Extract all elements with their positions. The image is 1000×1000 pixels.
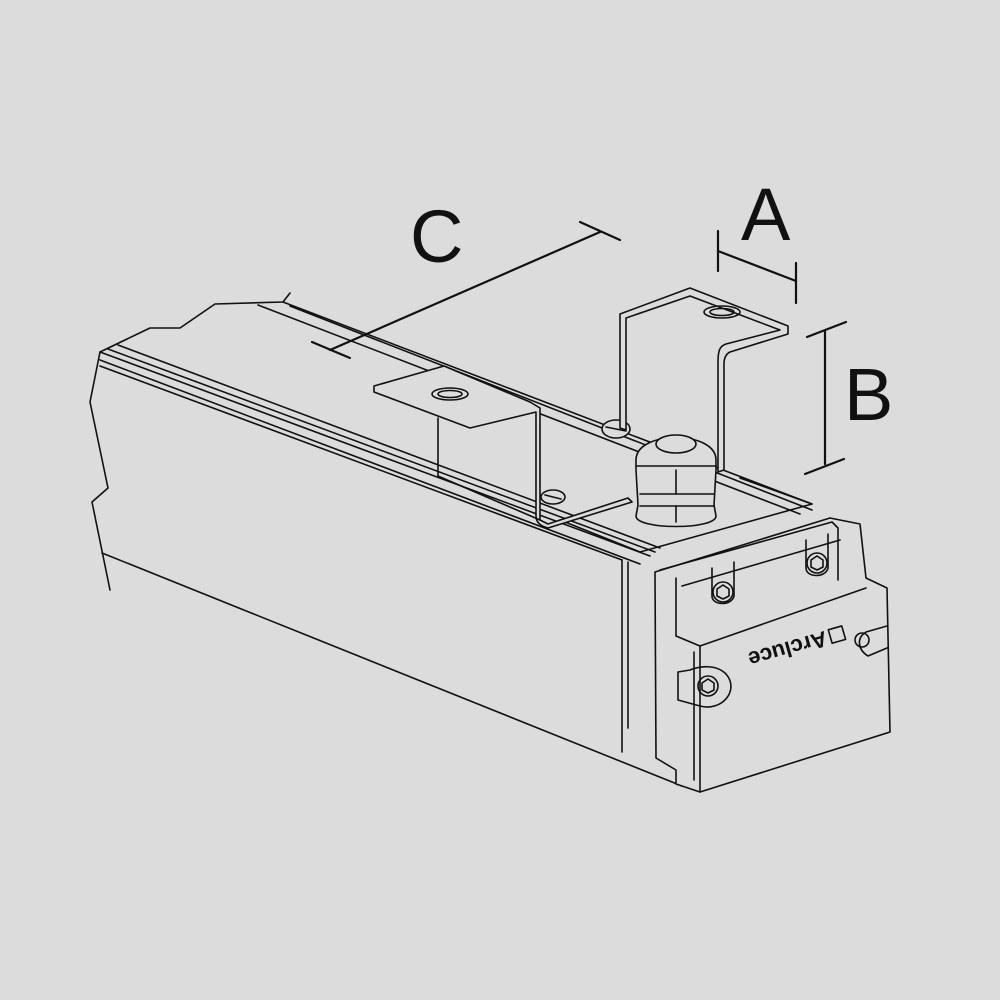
- end-cap: Arcluce: [654, 517, 891, 793]
- luminaire-body: [89, 292, 813, 787]
- dimension-c: C: [310, 195, 622, 360]
- mounting-bracket-right: [619, 287, 789, 473]
- cable-gland: [635, 434, 717, 528]
- dimension-b: B: [803, 320, 893, 476]
- logo-mark-icon: [827, 625, 847, 645]
- mounting-bracket-left: [373, 365, 633, 529]
- dimension-label-a: A: [741, 173, 791, 256]
- dimension-label-c: C: [410, 195, 463, 278]
- screw-icon: [805, 533, 829, 577]
- dimension-label-b: B: [844, 353, 893, 436]
- screw-icon: [697, 675, 719, 697]
- screw-icon: [711, 561, 735, 605]
- dimension-a: A: [716, 173, 798, 305]
- screw-icon: [854, 632, 870, 648]
